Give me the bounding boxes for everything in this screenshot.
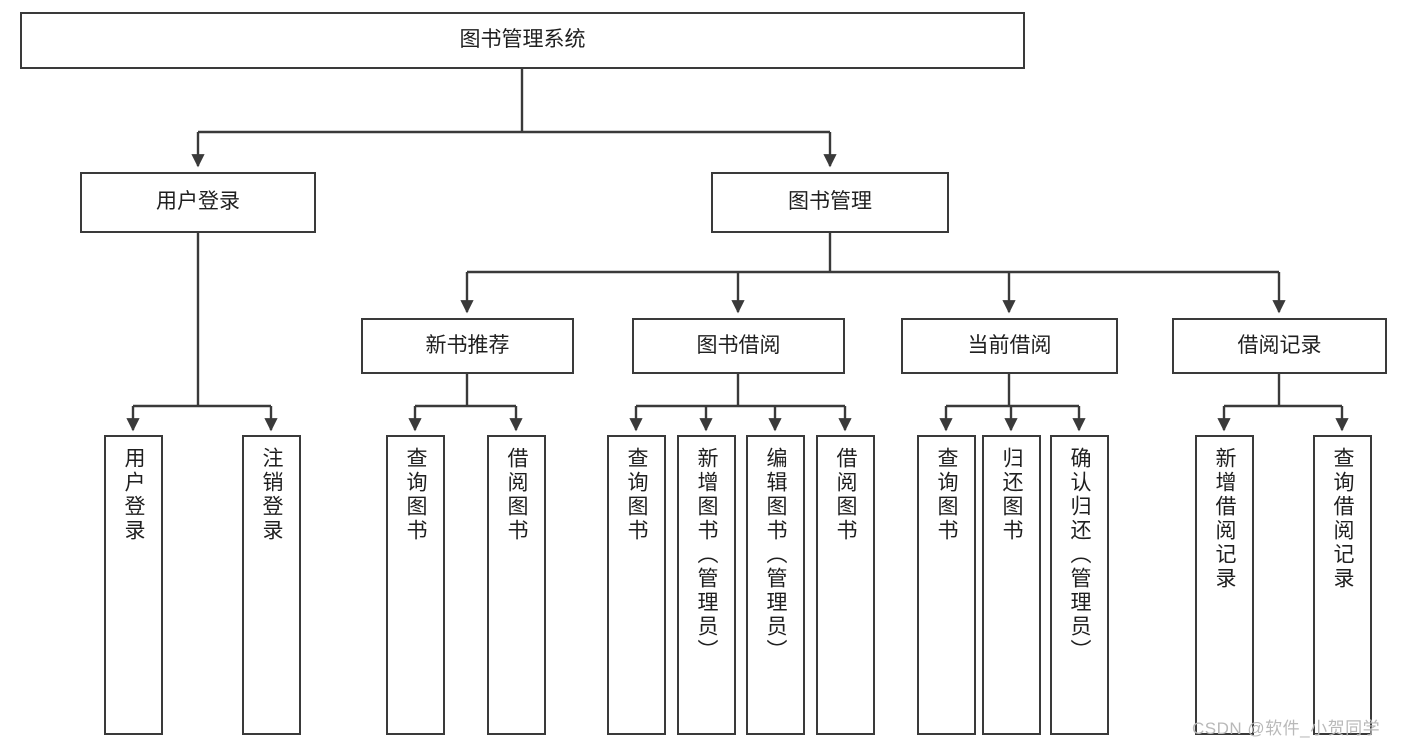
node-label: 用户登录 bbox=[156, 190, 240, 214]
node-label: 查询借阅记录 bbox=[1331, 447, 1354, 591]
leaf-confirm-return-admin[interactable]: 确认归还（管理员） bbox=[1050, 435, 1109, 735]
node-label: 新增借阅记录 bbox=[1213, 447, 1236, 591]
node-label: 归还图书 bbox=[1000, 447, 1023, 543]
leaf-add-book-admin[interactable]: 新增图书（管理员） bbox=[677, 435, 736, 735]
node-label: 图书借阅 bbox=[696, 333, 781, 357]
node-label: 图书管理 bbox=[788, 190, 872, 214]
node-label: 用户登录 bbox=[122, 447, 145, 543]
leaf-borrow-book[interactable]: 借阅图书 bbox=[816, 435, 875, 735]
leaf-return-book[interactable]: 归还图书 bbox=[982, 435, 1041, 735]
node-label: 借阅记录 bbox=[1237, 333, 1322, 357]
leaf-query-book-recommend[interactable]: 查询图书 bbox=[386, 435, 445, 735]
leaf-query-borrow-record[interactable]: 查询借阅记录 bbox=[1313, 435, 1372, 735]
node-current-borrow[interactable]: 当前借阅 bbox=[901, 318, 1118, 374]
node-label: 查询图书 bbox=[404, 447, 427, 543]
node-label: 查询图书 bbox=[625, 447, 648, 543]
node-book-manage[interactable]: 图书管理 bbox=[711, 172, 949, 233]
node-label: 编辑图书（管理员） bbox=[764, 447, 787, 663]
leaf-logout-login[interactable]: 注销登录 bbox=[242, 435, 301, 735]
node-label: 注销登录 bbox=[260, 447, 283, 543]
leaf-query-book-current[interactable]: 查询图书 bbox=[917, 435, 976, 735]
leaf-query-book-borrow[interactable]: 查询图书 bbox=[607, 435, 666, 735]
leaf-edit-book-admin[interactable]: 编辑图书（管理员） bbox=[746, 435, 805, 735]
node-new-book-recommend[interactable]: 新书推荐 bbox=[361, 318, 574, 374]
leaf-add-borrow-record[interactable]: 新增借阅记录 bbox=[1195, 435, 1254, 735]
watermark-text: CSDN @软件_小贺同学 bbox=[1192, 719, 1381, 738]
node-root-system[interactable]: 图书管理系统 bbox=[20, 12, 1025, 69]
leaf-borrow-book-recommend[interactable]: 借阅图书 bbox=[487, 435, 546, 735]
node-label: 借阅图书 bbox=[834, 447, 857, 543]
node-label: 查询图书 bbox=[935, 447, 958, 543]
node-label: 新增图书（管理员） bbox=[695, 447, 718, 663]
node-label: 当前借阅 bbox=[967, 333, 1052, 357]
node-label: 借阅图书 bbox=[505, 447, 528, 543]
node-user-login[interactable]: 用户登录 bbox=[80, 172, 316, 233]
node-borrow-record[interactable]: 借阅记录 bbox=[1172, 318, 1387, 374]
node-label: 确认归还（管理员） bbox=[1068, 447, 1091, 663]
node-label: 图书管理系统 bbox=[459, 28, 586, 52]
leaf-user-login[interactable]: 用户登录 bbox=[104, 435, 163, 735]
node-book-borrow[interactable]: 图书借阅 bbox=[632, 318, 845, 374]
node-label: 新书推荐 bbox=[425, 333, 510, 357]
